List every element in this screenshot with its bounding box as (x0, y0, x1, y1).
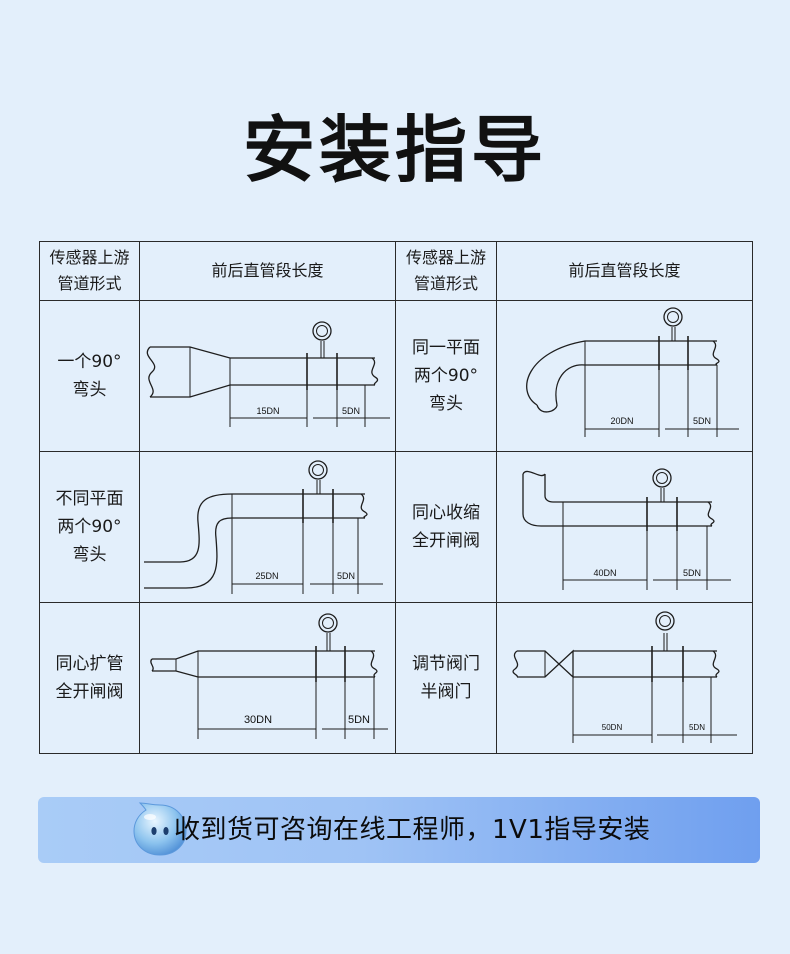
diagram-cell-two-elbows-diff-plane: 25DN 5DN (139, 451, 396, 603)
pipe-diagram-two-elbows-same-plane: 20DN 5DN (526, 307, 739, 437)
diagram-cell-concentric-expander: 30DN 5DN (139, 602, 396, 754)
upstream-dimension-label: 20DN (610, 416, 633, 426)
downstream-dimension-label: 5DN (342, 406, 360, 416)
upstream-dimension-label: 30DN (244, 714, 272, 726)
pipe-diagram-concentric-reducer: 40DN 5DN (522, 468, 731, 590)
downstream-dimension-label: 5DN (693, 416, 711, 426)
downstream-dimension-label: 5DN (337, 571, 355, 581)
form-cell-concentric-expander: 同心扩管 全开闸阀 (39, 602, 140, 754)
diagram-cell-two-elbows-same-plane: 20DN 5DN (496, 300, 753, 452)
upstream-dimension-label: 25DN (255, 571, 278, 581)
downstream-dimension-label: 5DN (689, 723, 705, 732)
header-form-cell: 传感器上游 管道形式 (39, 241, 140, 301)
form-line: 半阀门 (420, 682, 472, 702)
downstream-dimension-label: 5DN (348, 714, 370, 726)
form-line: 弯头 (72, 545, 107, 565)
engineer-support-banner: 收到货可咨询在线工程师，1V1指导安装 (38, 797, 760, 863)
table-header-row: 传感器上游 管道形式 前后直管段长度 传感器上游 管道形式 前后直管段长度 (39, 241, 753, 301)
installation-guide-table: 传感器上游 管道形式 前后直管段长度 传感器上游 管道形式 前后直管段长度 一个… (39, 241, 753, 754)
form-line: 不同平面 (55, 489, 124, 509)
form-cell-two-elbows-diff-plane: 不同平面 两个90° 弯头 (39, 451, 140, 603)
pipe-diagram-control-valve: 50DN 5DN (512, 611, 737, 743)
form-line: 调节阀门 (412, 654, 480, 674)
form-line: 一个90° (57, 352, 122, 372)
form-line: 弯头 (429, 394, 463, 414)
header-length-cell-2: 前后直管段长度 (496, 241, 753, 301)
header-form-cell-2: 传感器上游 管道形式 (395, 241, 497, 301)
diagram-cell-single-elbow: 15DN 5DN (139, 300, 396, 452)
form-cell-single-elbow: 一个90° 弯头 (39, 300, 140, 452)
diagram-cell-control-valve: 50DN 5DN (496, 602, 753, 754)
pipe-diagram-two-elbows-diff-plane: 25DN 5DN (144, 460, 383, 594)
form-line: 全开闸阀 (412, 531, 480, 551)
form-line: 同心扩管 (55, 654, 124, 674)
pipe-diagram-concentric-expander: 30DN 5DN (150, 613, 388, 739)
table-row: 一个90° 弯头 (39, 300, 753, 452)
diagram-cell-concentric-reducer: 40DN 5DN (496, 451, 753, 603)
form-line: 同一平面 (412, 338, 480, 358)
header-form-line2: 管道形式 (57, 274, 122, 293)
upstream-dimension-label: 50DN (602, 723, 623, 732)
page-title: 安装指导 (242, 108, 547, 192)
form-line: 全开闸阀 (55, 682, 124, 702)
form-cell-concentric-reducer: 同心收缩 全开闸阀 (395, 451, 497, 603)
chat-mascot-icon (133, 802, 187, 856)
form-line: 弯头 (72, 380, 107, 400)
form-line: 同心收缩 (412, 503, 480, 523)
upstream-dimension-label: 40DN (593, 568, 616, 578)
downstream-dimension-label: 5DN (683, 568, 701, 578)
banner-text: 收到货可咨询在线工程师，1V1指导安装 (174, 815, 651, 845)
header-form-line2: 管道形式 (413, 274, 478, 293)
pipe-diagram-single-elbow: 15DN 5DN (146, 321, 390, 427)
header-form-line1: 传感器上游 (405, 248, 486, 267)
form-line: 两个90° (413, 366, 479, 386)
form-cell-two-elbows-same-plane: 同一平面 两个90° 弯头 (395, 300, 497, 452)
table-row: 同心扩管 全开闸阀 (39, 602, 753, 754)
table-row: 不同平面 两个90° 弯头 25DN (39, 451, 753, 603)
header-form-line1: 传感器上游 (49, 248, 130, 267)
form-cell-control-valve: 调节阀门 半阀门 (395, 602, 497, 754)
upstream-dimension-label: 15DN (256, 406, 279, 416)
form-line: 两个90° (57, 517, 122, 537)
header-length-cell: 前后直管段长度 (139, 241, 396, 301)
